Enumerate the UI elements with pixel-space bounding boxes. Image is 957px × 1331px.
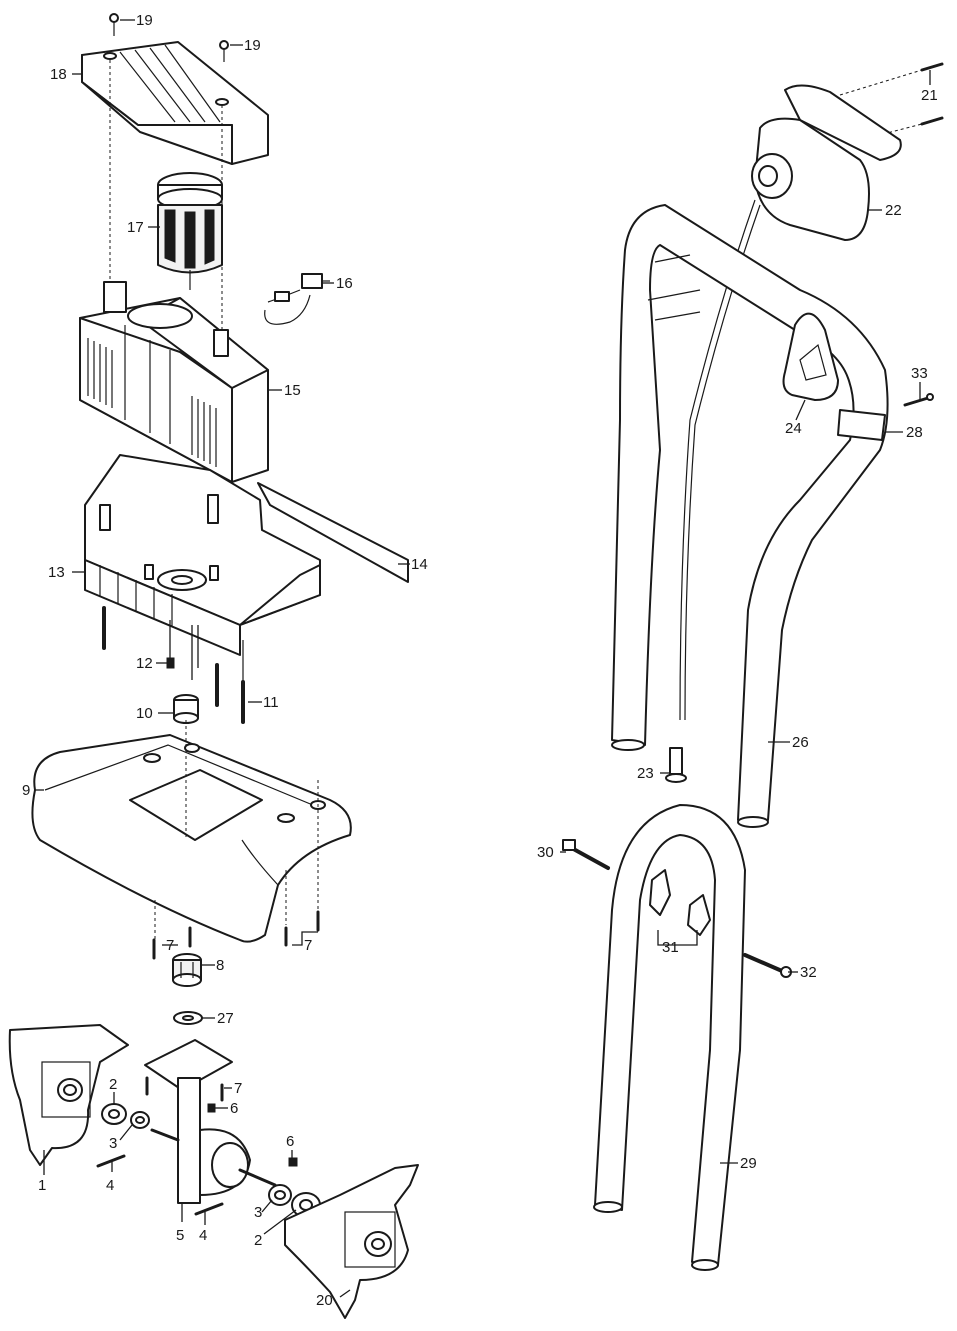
part-7-screws-gearbox bbox=[145, 1076, 224, 1102]
callout-2-right: 2 bbox=[254, 1232, 262, 1249]
part-15-motor-housing bbox=[79, 281, 269, 483]
part-11-screws bbox=[102, 606, 245, 724]
part-13-lower-housing bbox=[84, 454, 321, 656]
callout-29: 29 bbox=[740, 1155, 757, 1172]
part-3-washer-left bbox=[130, 1111, 150, 1129]
callout-27: 27 bbox=[217, 1010, 234, 1027]
part-22-switch-box bbox=[751, 84, 902, 241]
callout-10: 10 bbox=[136, 705, 153, 722]
callout-9: 9 bbox=[22, 782, 30, 799]
part-14-wedge bbox=[257, 482, 409, 583]
callout-6-right: 6 bbox=[286, 1133, 294, 1150]
callout-4-right: 4 bbox=[199, 1227, 207, 1244]
callout-8: 8 bbox=[216, 957, 224, 974]
part-18-top-cover bbox=[81, 41, 269, 165]
callout-17: 17 bbox=[127, 219, 144, 236]
part-16-wire-harness bbox=[264, 273, 330, 325]
callout-6-left: 6 bbox=[230, 1100, 238, 1117]
callout-3-right: 3 bbox=[254, 1204, 262, 1221]
part-10-coupling bbox=[173, 694, 199, 724]
callout-28: 28 bbox=[906, 424, 923, 441]
part-2-bushing-left bbox=[101, 1103, 127, 1125]
part-19-screw-right bbox=[219, 40, 229, 62]
callout-3-left: 3 bbox=[109, 1135, 117, 1152]
part-31-knobs bbox=[649, 869, 711, 936]
part-3-washer-right bbox=[268, 1184, 292, 1206]
part-8-gear bbox=[172, 953, 202, 987]
callout-14: 14 bbox=[411, 556, 428, 573]
part-7-screws-shield bbox=[152, 910, 320, 960]
part-9-shield bbox=[31, 734, 352, 943]
callout-19-right: 19 bbox=[244, 37, 261, 54]
callout-11: 11 bbox=[263, 694, 279, 711]
part-23-pin bbox=[665, 747, 687, 783]
callout-23: 23 bbox=[637, 765, 654, 782]
leader-lines bbox=[35, 19, 931, 1298]
part-33-screw bbox=[903, 393, 934, 407]
callout-22: 22 bbox=[885, 202, 902, 219]
part-27-washer bbox=[173, 1011, 203, 1025]
part-24-clip bbox=[782, 312, 839, 401]
callout-13: 13 bbox=[48, 564, 65, 581]
part-32-bolt bbox=[743, 953, 792, 978]
callout-16: 16 bbox=[336, 275, 353, 292]
part-1-tine-left bbox=[8, 1024, 129, 1166]
callout-5: 5 bbox=[176, 1227, 184, 1244]
callout-19-left: 19 bbox=[136, 12, 153, 29]
part-4-bolts bbox=[96, 1154, 224, 1216]
callout-4-left: 4 bbox=[106, 1177, 114, 1194]
callout-2-left: 2 bbox=[109, 1076, 117, 1093]
callout-33: 33 bbox=[911, 365, 928, 382]
part-30-bolt bbox=[562, 839, 610, 870]
part-17-motor bbox=[157, 172, 223, 290]
part-5-gearbox bbox=[144, 1039, 277, 1204]
part-20-tine-right bbox=[284, 1164, 419, 1319]
callout-7-shield-right: 7 bbox=[304, 937, 312, 954]
part-21-screws bbox=[839, 62, 944, 141]
callout-31: 31 bbox=[662, 939, 679, 956]
callout-30: 30 bbox=[537, 844, 554, 861]
callout-21: 21 bbox=[921, 87, 938, 104]
callout-15: 15 bbox=[284, 382, 301, 399]
callout-24: 24 bbox=[785, 420, 802, 437]
callout-26: 26 bbox=[792, 734, 809, 751]
callout-18: 18 bbox=[50, 66, 67, 83]
part-26-upper-handle bbox=[611, 204, 889, 828]
part-28-clamp bbox=[837, 409, 886, 441]
callout-12: 12 bbox=[136, 655, 153, 672]
part-19-screw-left bbox=[109, 13, 119, 36]
callout-7-shield-left: 7 bbox=[166, 937, 174, 954]
part-29-lower-handle bbox=[593, 804, 746, 1271]
callout-7-gearbox: 7 bbox=[234, 1080, 242, 1097]
part-12-screws bbox=[166, 620, 199, 680]
callout-32: 32 bbox=[800, 964, 817, 981]
callout-20: 20 bbox=[316, 1292, 333, 1309]
callout-1: 1 bbox=[38, 1177, 46, 1194]
